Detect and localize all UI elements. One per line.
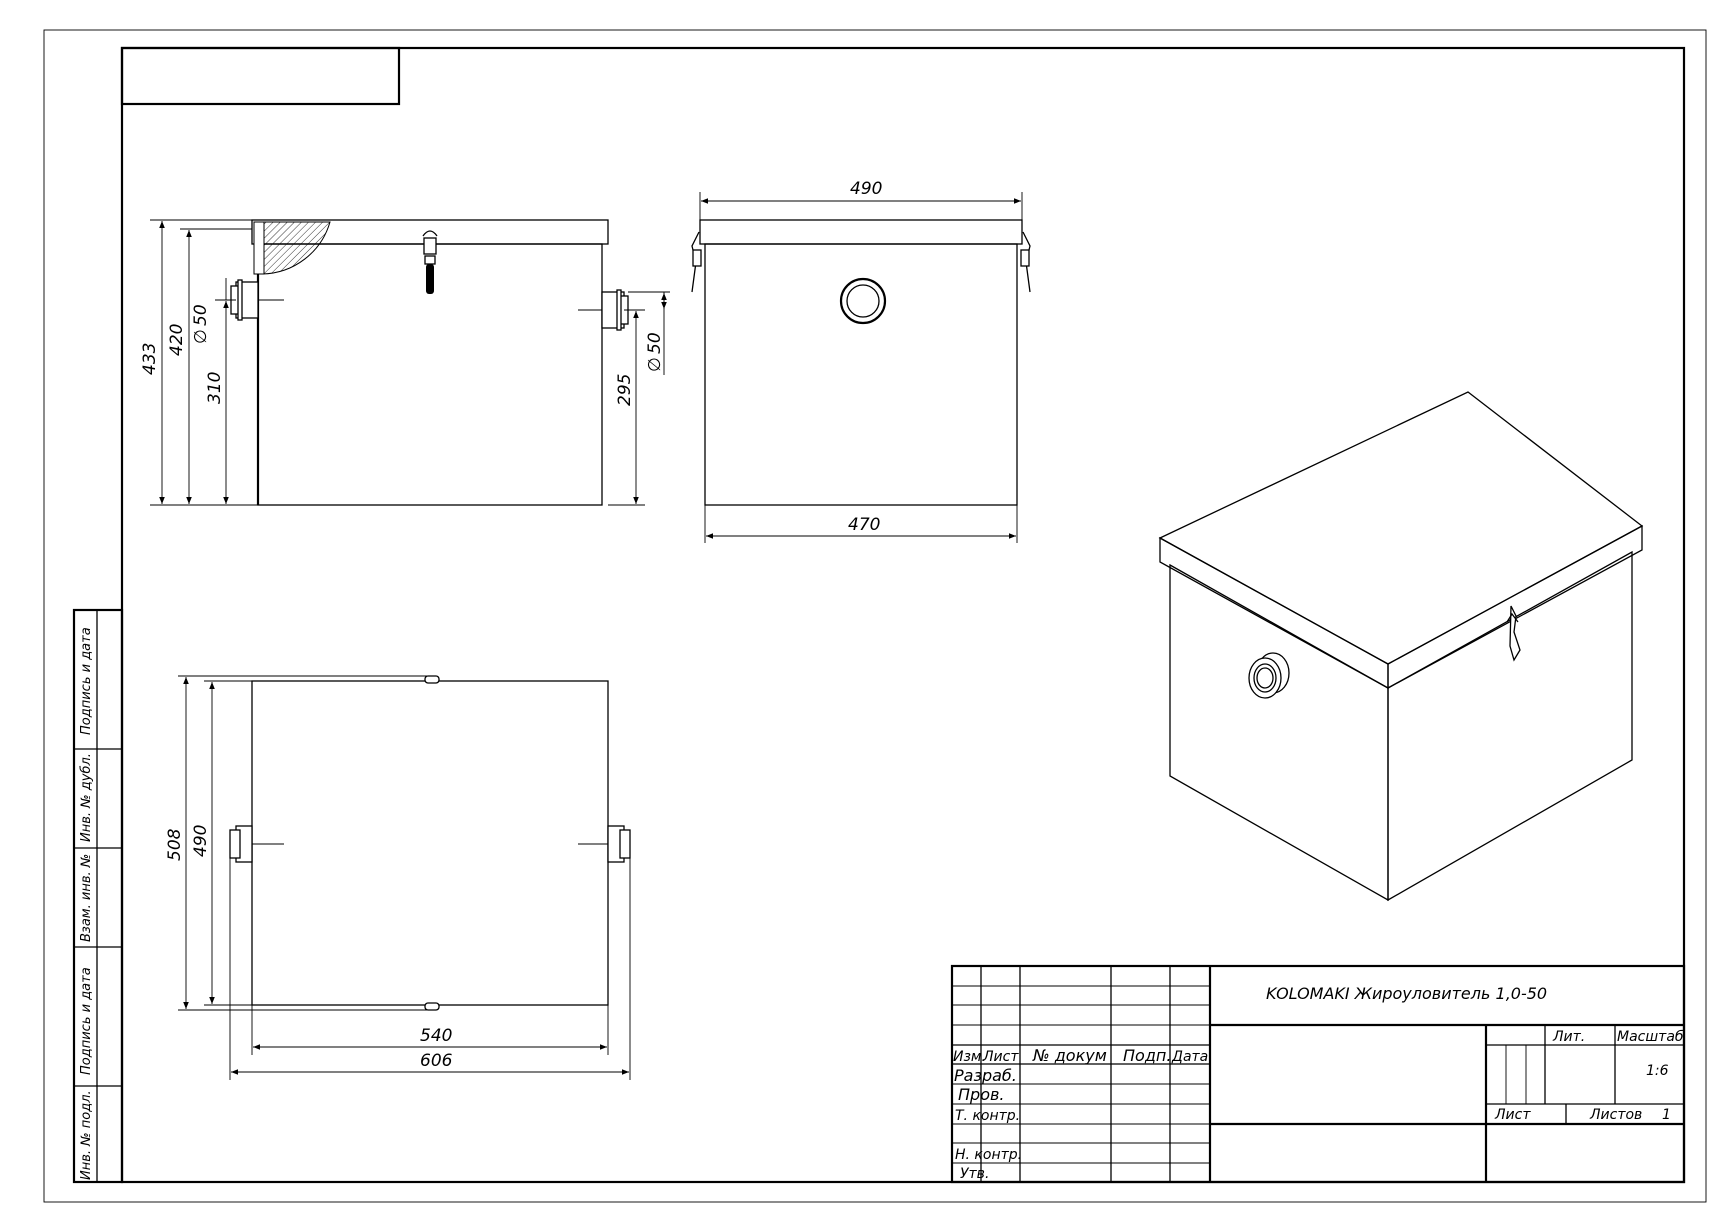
row-razrab: Разраб.: [954, 1066, 1017, 1085]
top-view: 508 490 540 606: [165, 675, 631, 1080]
sheet-label: Лист: [1494, 1107, 1531, 1123]
diameter-symbol-inlet: ∅: [191, 329, 211, 344]
dim-top-total-length: 606: [420, 1051, 453, 1071]
dim-inlet-diameter: 50: [191, 304, 211, 326]
sheets-label: Листов: [1589, 1107, 1642, 1123]
col-izm: Изм.: [953, 1049, 986, 1065]
col-date: Дата: [1171, 1049, 1208, 1065]
side-stamp: Подпись и дата Инв. № дубл. Взам. инв. №…: [72, 608, 124, 1184]
sheets-value: 1: [1662, 1107, 1671, 1123]
dim-top-depth-body: 490: [191, 825, 211, 857]
dim-side-outlet-height: 295: [615, 374, 635, 406]
side-stamp-label-5: Инв. № подл.: [79, 1090, 94, 1180]
col-sign: Подп.: [1123, 1046, 1171, 1065]
isometric-view: [1158, 391, 1644, 902]
latch-side: [422, 230, 438, 294]
dim-side-total-height: 433: [140, 343, 160, 375]
dim-front-lid-width: 490: [850, 179, 882, 199]
row-nkontr: Н. контр.: [955, 1147, 1022, 1163]
inner-frame: [120, 46, 1686, 1184]
side-stamp-label-4: Подпись и дата: [79, 967, 94, 1075]
row-tkontr: Т. контр.: [955, 1108, 1020, 1124]
side-stamp-label-3: Взам. инв. №: [79, 854, 94, 942]
diameter-symbol-outlet: ∅: [645, 357, 665, 372]
document-title: KOLOMAKI Жироуловитель 1,0-50: [1266, 984, 1547, 1003]
outer-border: [43, 29, 1707, 1203]
latch-front-left: [691, 231, 702, 293]
scale-label: Масштаб: [1617, 1029, 1684, 1045]
dim-side-body-height: 420: [167, 324, 187, 356]
latch-front-right: [1020, 231, 1031, 293]
dim-outlet-diameter: 50: [645, 332, 665, 354]
dim-side-inlet-height: 310: [205, 372, 225, 404]
col-doc: № докум: [1032, 1046, 1107, 1065]
inlet-pipe: [230, 279, 284, 321]
iso-inlet-pipe: [1248, 652, 1290, 699]
side-view: 433 420 310 ∅ 50 295 ∅ 50: [140, 219, 670, 506]
side-stamp-label-2: Инв. № дубл.: [79, 753, 94, 842]
dim-top-depth-total: 508: [165, 828, 185, 861]
title-block: KOLOMAKI Жироуловитель 1,0-50 Изм. Лист …: [950, 964, 1686, 1184]
top-left-stamp: [120, 46, 401, 106]
outlet-pipe: [578, 289, 629, 331]
side-stamp-label-1: Подпись и дата: [79, 627, 94, 735]
front-view: 490 470: [691, 179, 1031, 543]
dim-top-body-length: 540: [420, 1026, 452, 1046]
lit-label: Лит.: [1552, 1029, 1585, 1045]
iso-latch: [1506, 605, 1521, 662]
row-utv: Утв.: [960, 1166, 989, 1182]
row-prov: Пров.: [958, 1085, 1005, 1104]
scale-value: 1:6: [1646, 1063, 1669, 1079]
dim-front-body-width: 470: [848, 515, 880, 535]
col-list: Лист: [982, 1049, 1019, 1065]
